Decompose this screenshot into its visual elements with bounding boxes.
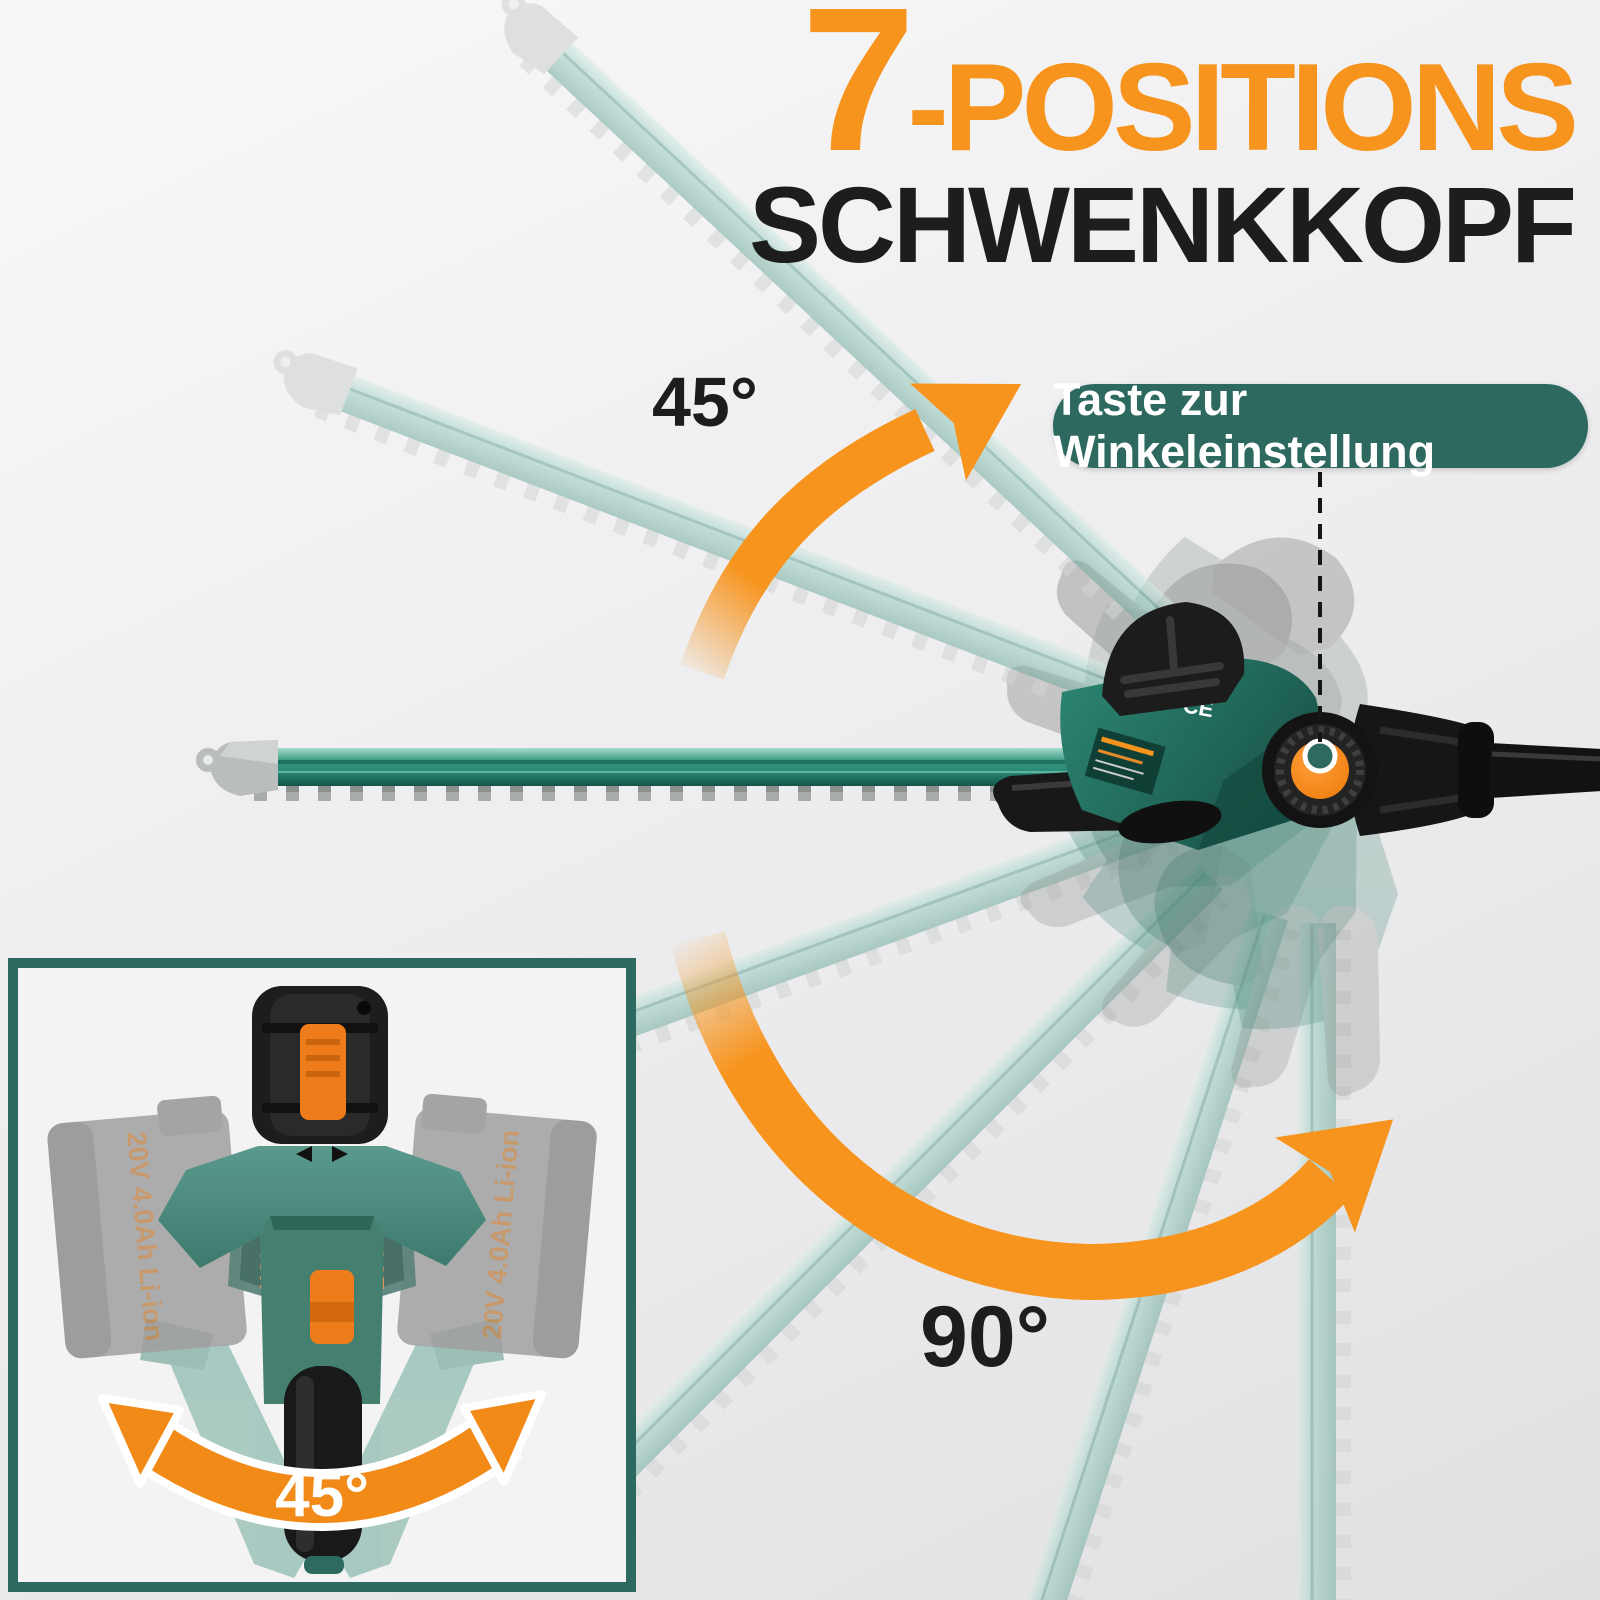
angle-adjust-badge: Taste zur Winkeleinstellung	[1053, 374, 1588, 477]
headline-suffix: -POSITIONS	[907, 39, 1579, 177]
trimmer-top-view-body	[158, 986, 486, 1574]
battery-ghost-right: 20V 4.0Ah Li-ion	[397, 1093, 597, 1359]
headline-number: 7	[801, 0, 915, 194]
inset-panel-top-view: 20V 4.0Ah Li-ion 20V Li-ion 20V 4.0Ah Li…	[8, 958, 636, 1592]
rotation-arc-bottom-icon	[670, 931, 1394, 1301]
trimmer-head: CE	[993, 602, 1600, 850]
inset-angle-label: 45°	[275, 1461, 369, 1530]
angle-label-45: 45°	[652, 363, 758, 441]
warning-sticker	[1084, 727, 1166, 795]
headline: 7 -POSITIONS SCHWENKKOPF	[749, 0, 1579, 285]
inset-scene: 20V 4.0Ah Li-ion 20V Li-ion 20V 4.0Ah Li…	[47, 986, 597, 1578]
swivel-arrow-top-icon	[680, 383, 1022, 680]
telescopic-pole	[1490, 743, 1600, 798]
pointer-target-dot	[1302, 738, 1338, 774]
angle-label-90: 90°	[920, 1289, 1051, 1385]
swivel-double-arrow-icon	[98, 1390, 546, 1531]
headline-subtitle: SCHWENKKOPF	[749, 163, 1577, 285]
